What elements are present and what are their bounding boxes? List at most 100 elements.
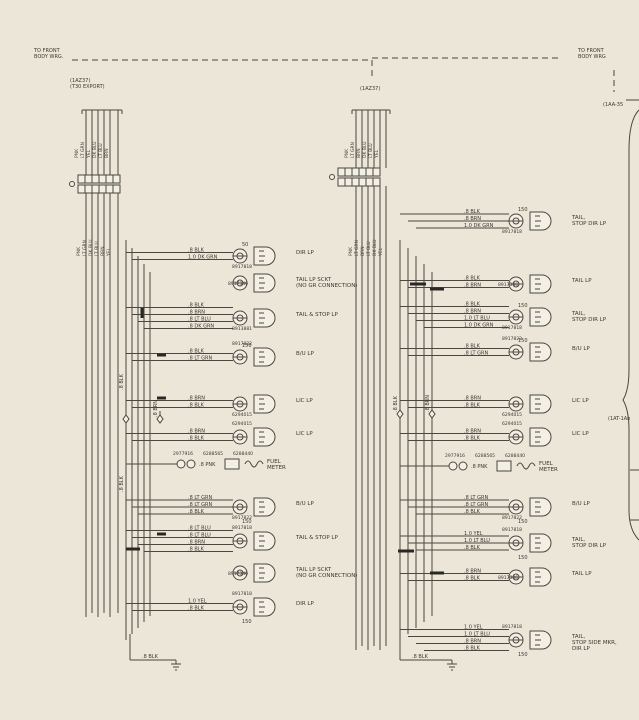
right-pin-label: 150 [518,303,528,309]
right-fuel-sender-icon [496,460,512,472]
left-part-number: 8917346 [228,281,248,287]
left-part-number: 8917346 [228,571,248,577]
left-wire-label: .8 LT GRN [188,502,212,508]
left-connector-wire-label: PNK [76,246,82,256]
right-wire-label: .8 BRN [464,569,481,575]
left-lamp-1-filament [259,277,265,289]
right-wire-label: 1.0 YEL [464,625,483,631]
left-lamp-label: B/U LP [296,501,314,507]
right-lamp-7-filament [535,537,541,549]
left-part-number: 8917822 [232,515,252,521]
left-front-label: BODY WRG. [34,54,64,60]
right-lamp-0-filament [535,215,541,227]
right-header-wire-label: YEL [374,149,380,159]
left-fuel-connector-icon [176,459,186,469]
right-vertical-wire-label: .8 BRN [425,395,431,412]
right-connector-wire-label: LT BLU [366,241,372,256]
right-wire-label: .8 BLK [464,576,481,582]
right-connector-wire-label: LT GRN [354,240,360,256]
right-edge-brace [622,109,639,541]
left-lamp-3-filament [259,351,265,363]
left-fuel-part: 6288440 [233,451,253,457]
left-harness-label: (T30 EXPORT) [70,84,105,90]
left-wire-label: .8 BLK [188,349,205,355]
right-lamp-label: TAIL, [571,537,585,543]
right-wire-label: .8 BRN [464,216,481,222]
left-fuel-resistor-icon [244,460,264,468]
left-pin-label: 150 [242,519,252,525]
right-harness-connector-mount-icon [329,174,335,180]
right-header-wire-label: PNK [344,148,350,158]
left-header-wire-label: BRN [104,148,110,158]
right-lamp-5-filament [535,431,541,443]
right-fuel-connector-icon [448,461,458,471]
right-pin-label: 150 [518,555,528,561]
left-harness-label: (1AZ37) [70,78,90,84]
right-lamp-6-filament [535,501,541,513]
right-fuel-part: 6288440 [505,453,525,459]
left-wire-label: .8 LT BLU [188,317,211,323]
right-wire-label: .8 BRN [464,639,481,645]
left-part-number: 8913881 [232,326,252,332]
left-ground-label: .8 BLK [142,654,159,660]
left-part-number: 8917818 [232,525,252,531]
left-splice-icon [122,414,130,424]
right-pin-label: 150 [518,652,528,658]
left-splice-icon [156,414,164,424]
left-lamp-0-filament [259,250,265,262]
right-wire-label: .8 LT GRN [464,502,488,508]
left-wire-label: .8 BRN [188,310,205,316]
left-lamp-6-filament [259,501,265,513]
left-fuel-part: 6288565 [203,451,223,457]
right-part-number: 8917818 [502,624,522,630]
right-connector-wire-label: YEL [378,247,384,257]
right-fuel-connector-icon [458,461,468,471]
right-ground-label: .8 BLK [412,654,429,660]
left-fuel-wire-label: .8 PNK [199,462,216,468]
left-pin-label: 50 [242,242,248,248]
right-part-number: 8917822 [502,336,522,342]
left-lamp-label: (NO GR CONNECTION) [296,283,357,289]
right-lamp-8-filament [535,571,541,583]
left-lamp-label: DIR LP [296,601,314,607]
left-wire-label: 1.0 YEL [188,599,207,605]
left-lamp-label: LIC LP [296,398,313,404]
right-lamp-label: STOP SIDE MKR, [572,640,617,646]
right-fuel-resistor-icon [516,462,536,470]
left-lamp-label: B/U LP [296,351,314,357]
left-lamp-5-filament [259,431,265,443]
right-lamp-label: TAIL LP [571,278,592,284]
left-lamp-label: DIR LP [296,250,314,256]
right-lamp-label: STOP DIR LP [572,221,607,227]
right-wire-label: 1.0 LT BLU [464,538,490,544]
right-lamp-label: STOP DIR LP [572,317,607,323]
right-vertical-wire-label: .8 BLK [393,395,399,412]
left-header-wire-label: LT BLU [98,143,104,158]
right-connector-wire-label: DK BLU [372,239,378,256]
left-fuel-label: FUEL [267,459,282,465]
right-wire-label: .8 LT GRN [464,495,488,501]
left-header-wire-label: YEL [86,149,92,159]
right-lamp-label: LIC LP [572,398,589,404]
left-vertical-wire-label: .8 BLK [119,475,125,492]
left-vertical-wire-label: .8 BLK [119,373,125,390]
left-wire-label: .8 BLK [188,509,205,515]
left-part-number: 6294015 [232,421,252,427]
right-part-number: 8917346 [498,575,518,581]
right-header-wire-label: BRN [356,148,362,158]
left-lamp-label: TAIL LP SCKT [295,277,332,283]
left-lamp-label: LIC LP [296,431,313,437]
right-wire-label: .8 BLK [464,344,481,350]
right-wire-label: .8 BLK [464,302,481,308]
right-connector-wire-label: PNK [348,246,354,256]
left-wire-label: .8 LT BLU [188,533,211,539]
left-pin-label: 150 [242,343,252,349]
right-wire-label: .8 BLK [464,646,481,652]
right-splice-icon [428,409,436,419]
right-part-number: 8917818 [502,325,522,331]
right-part-number: 8917818 [502,229,522,235]
left-front-harness-line [72,59,373,78]
right-lamp-label: LIC LP [572,431,589,437]
right-wire-label: .8 BLK [464,403,481,409]
right-lamp-label: STOP DIR LP [572,543,607,549]
